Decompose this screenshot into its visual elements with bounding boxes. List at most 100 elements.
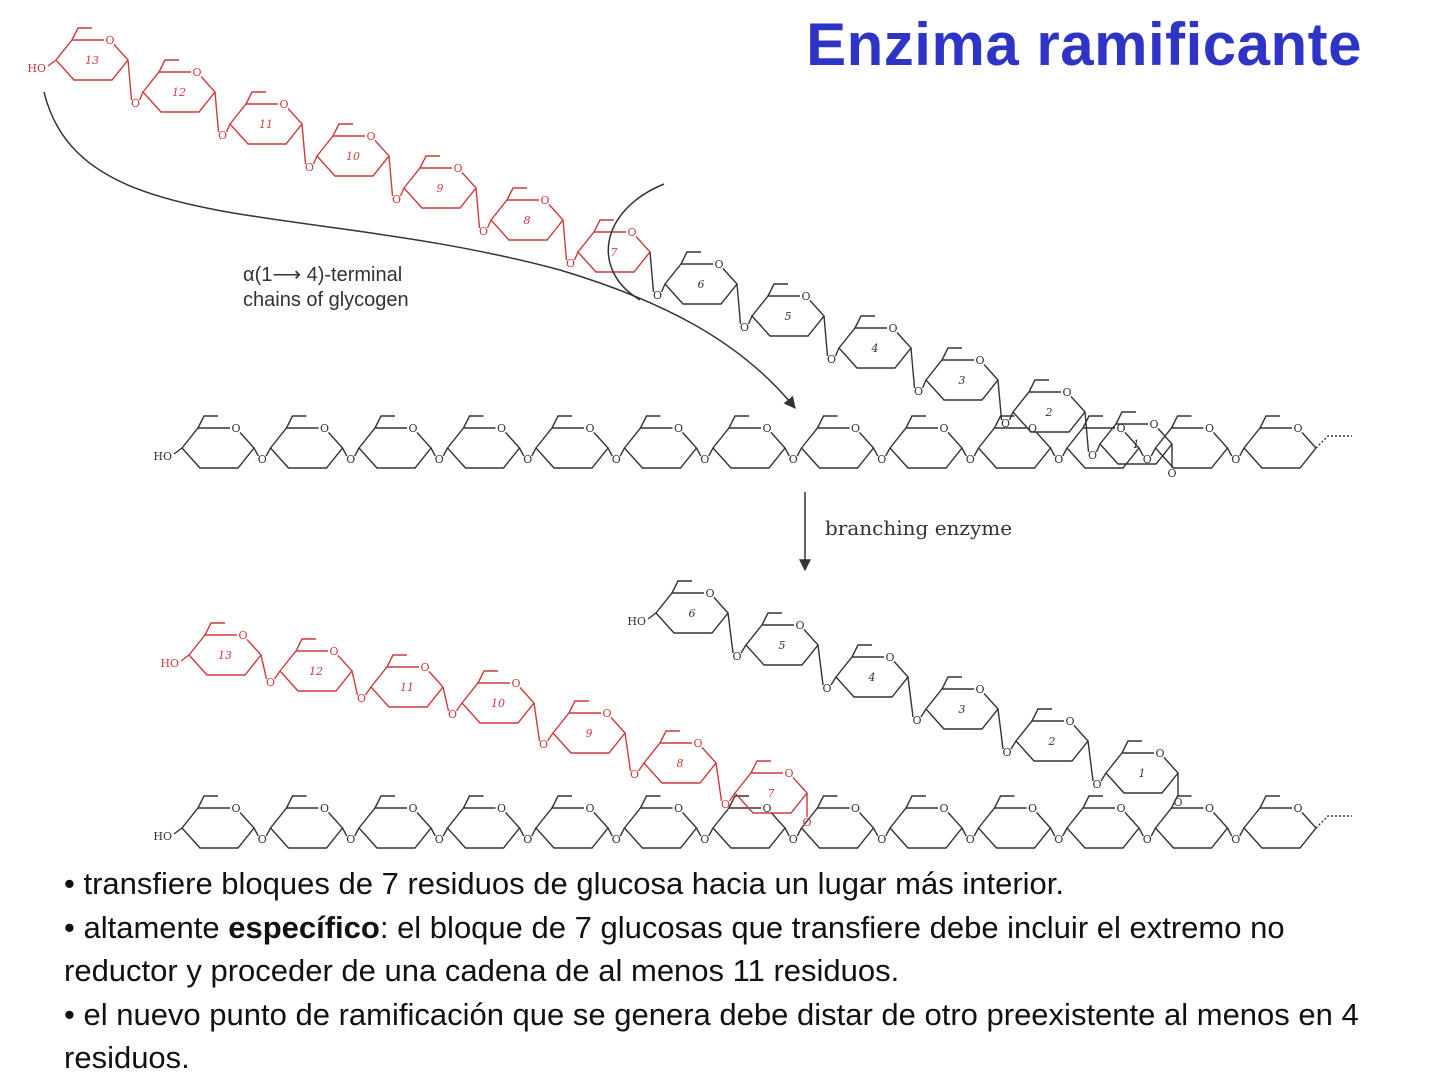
ring-oxygen-mask: [419, 661, 431, 673]
ch2oh-stub: [1259, 415, 1280, 429]
bond-line: [1084, 411, 1101, 453]
bond-line: [715, 762, 736, 802]
glucose-residue: O: [1154, 415, 1229, 469]
pyranose-ring: [358, 807, 432, 849]
ch2oh-stub: [1170, 415, 1192, 429]
bullet-text: : el bloque de 7 glucosas que transfiere…: [64, 909, 1285, 989]
ch2oh-stub: [659, 730, 680, 744]
ch2oh-stub: [1028, 379, 1049, 393]
ring-oxygen-label: O: [1293, 802, 1302, 815]
bond-line: [997, 708, 1017, 750]
glucose-residue: O10: [316, 123, 390, 177]
ring-oxygen-mask: [407, 802, 419, 814]
ch2oh-stub: [568, 700, 589, 714]
ch2oh-stub: [285, 795, 307, 809]
ring-oxygen-mask: [104, 34, 116, 46]
ring-oxygen-label: O: [420, 661, 429, 674]
ring-oxygen-mask: [800, 290, 812, 302]
glucose-residue: O12: [279, 638, 353, 692]
bridge-oxygen-label: O: [346, 833, 355, 846]
glucose-residue: O: [358, 415, 432, 469]
ring-oxygen-label: O: [453, 162, 462, 175]
glucose-residue: O12: [142, 59, 216, 113]
pyranose-ring: [535, 427, 609, 469]
residue-number: 11: [400, 681, 414, 694]
glycosidic-bond: O: [253, 447, 272, 466]
hydroxyl-bond: [173, 447, 183, 455]
ring-oxygen-label: O: [279, 98, 288, 111]
glycosidic-bond: O: [715, 762, 736, 811]
bridge-oxygen-label: O: [966, 453, 975, 466]
residue-number: 1: [1133, 438, 1140, 451]
ring-oxygen-label: O: [762, 802, 771, 815]
ch2oh-stub: [374, 415, 395, 429]
pyranose-ring: [1066, 807, 1140, 849]
branch-oxygen-label: O: [1173, 796, 1182, 809]
bullet-item: • transfiere bloques de 7 residuos de gl…: [64, 866, 1064, 901]
bond-line: [784, 827, 803, 837]
bridge-oxygen-label: O: [612, 833, 621, 846]
ch2oh-stub: [671, 580, 692, 594]
glycosidic-bond: O: [1138, 827, 1157, 846]
ring-oxygen-label: O: [714, 258, 723, 271]
upper-terminal-chain: O13HOOO12OO11OO10OO9OO8OO7OO6OO5OO4OO3OO…: [27, 27, 1177, 480]
residue-number: 10: [346, 150, 360, 163]
glucose-residue: O: [358, 795, 432, 849]
bridge-oxygen-label: O: [523, 833, 532, 846]
ring-oxygen-label: O: [320, 422, 329, 435]
bullet-list: • transfiere bloques de 7 residuos de gl…: [64, 862, 1404, 1080]
ring-oxygen-label: O: [674, 802, 683, 815]
bond-line: [533, 702, 554, 742]
pyranose-ring: [800, 807, 875, 849]
glycosidic-bond: O: [1084, 411, 1101, 462]
ring-oxygen-mask: [704, 587, 716, 599]
bridge-oxygen-label: O: [131, 97, 140, 110]
glycosidic-bond: O: [1226, 827, 1245, 846]
ring-oxygen-label: O: [1149, 418, 1158, 431]
bridge-oxygen-label: O: [258, 453, 267, 466]
ring-oxygen-label: O: [1155, 747, 1164, 760]
residue-number: 5: [779, 639, 786, 652]
glucose-residue: O: [889, 415, 963, 469]
ring-oxygen-label: O: [674, 422, 683, 435]
bond-line: [823, 315, 840, 357]
ring-oxygen-label: O: [851, 802, 860, 815]
ring-oxygen-mask: [1115, 802, 1127, 814]
ring-oxygen-label: O: [762, 422, 771, 435]
pyranose-ring: [535, 807, 609, 849]
bond-line: [301, 123, 318, 165]
glucose-residue: O10: [461, 670, 535, 724]
ch2oh-stub: [1121, 740, 1142, 754]
bridge-oxygen-label: O: [630, 768, 639, 781]
ring-oxygen-mask: [237, 629, 249, 641]
glucose-residue: O2: [1015, 708, 1089, 762]
bullet-emphasis: específico: [228, 909, 380, 945]
glycosidic-bond: O: [430, 827, 449, 846]
ch2oh-stub: [386, 654, 407, 668]
ch2oh-stub: [204, 622, 225, 636]
ch2oh-stub: [941, 347, 962, 361]
bond-line: [430, 827, 449, 837]
glucose-residue: OHO: [153, 795, 255, 849]
ring-oxygen-mask: [584, 802, 596, 814]
ring-oxygen-mask: [601, 707, 613, 719]
bridge-oxygen-label: O: [740, 321, 749, 334]
ring-oxygen-mask: [761, 802, 773, 814]
bond-line: [475, 187, 492, 229]
bond-line: [649, 251, 666, 293]
ch2oh-stub: [680, 251, 701, 265]
glucose-residue: O: [446, 415, 521, 469]
bond-line: [388, 155, 405, 197]
ring-oxygen-label: O: [888, 322, 897, 335]
ring-oxygen-mask: [1292, 802, 1304, 814]
bond-line: [695, 447, 714, 457]
ring-oxygen-label: O: [1205, 802, 1214, 815]
ch2oh-stub: [197, 795, 218, 809]
glucose-residue: O8: [490, 187, 564, 241]
glucose-residue: O: [977, 795, 1052, 849]
glucose-residue: O3: [925, 676, 999, 730]
ring-oxygen-mask: [1115, 422, 1127, 434]
